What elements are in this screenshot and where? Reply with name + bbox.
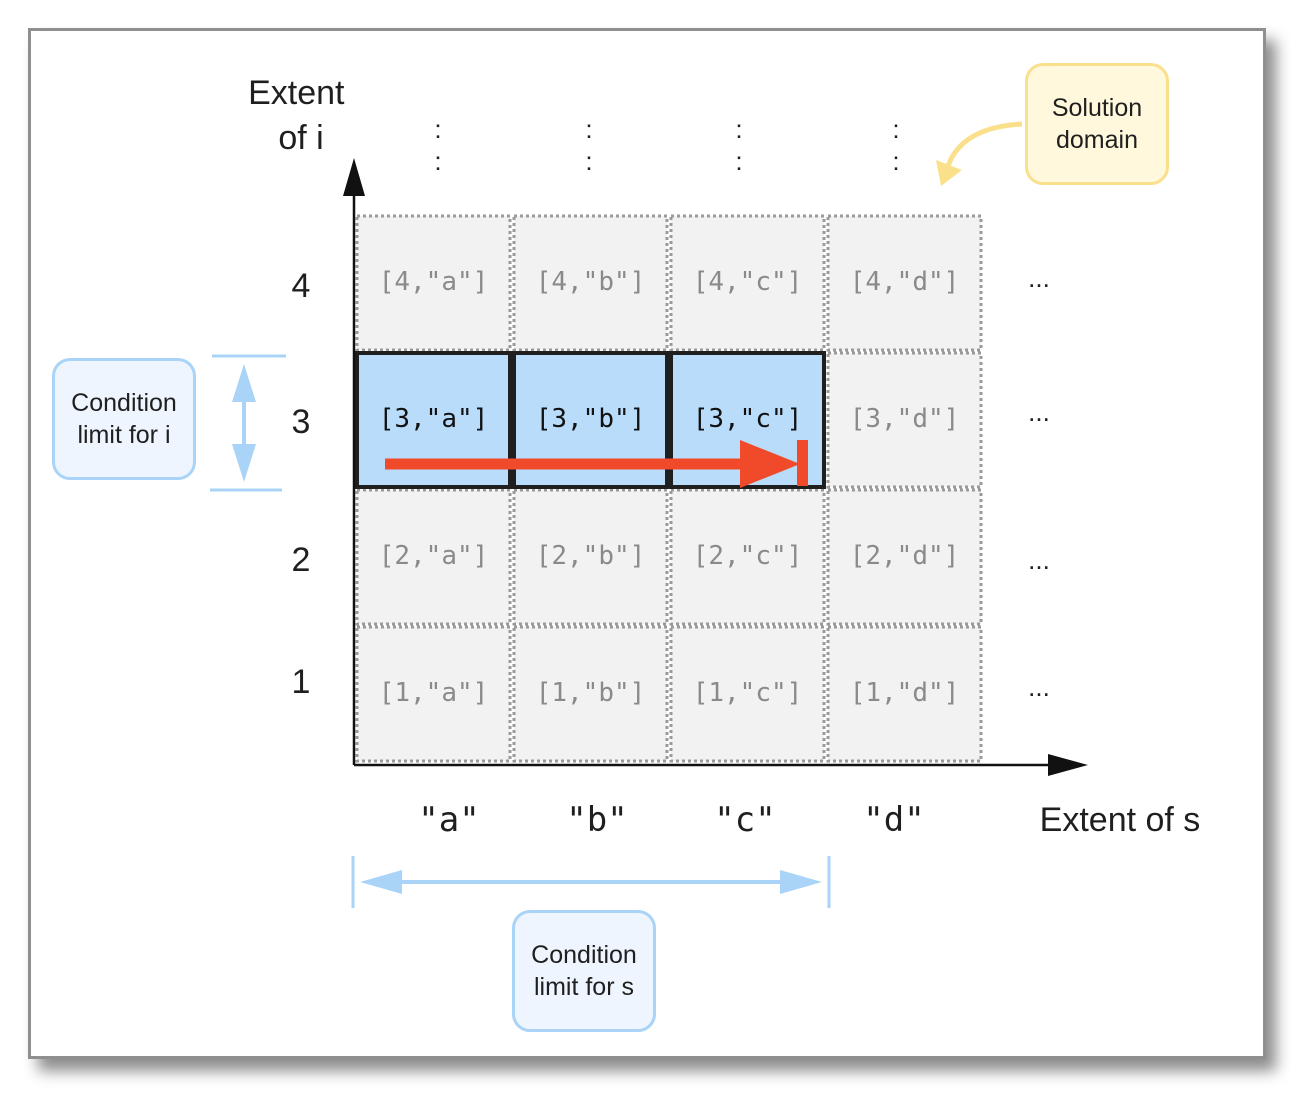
grid-cell-label: [2,"b"] xyxy=(536,541,646,571)
grid-cell-box xyxy=(826,625,983,763)
grid-cell-label: [2,"d"] xyxy=(850,541,960,571)
column-overflow-dots: : xyxy=(735,114,742,144)
grid-cell-box xyxy=(669,625,826,763)
grid-cell: [2,"c"] xyxy=(669,488,826,626)
row-label: 3 xyxy=(292,403,311,441)
row-overflow-ellipsis: ... xyxy=(1028,545,1050,575)
column-overflow-dots: : xyxy=(892,146,899,176)
iteration-arrow xyxy=(385,440,808,488)
y-axis xyxy=(343,158,365,765)
grid-cell-box xyxy=(355,488,512,626)
column-overflow-dots: : xyxy=(585,146,592,176)
grid-cells: [4,"a"] [4,"b"] [4,"c"] [4,"d"] [3,"d"] [2,"a… xyxy=(355,214,983,763)
grid-cell: [4,"a"] xyxy=(355,214,512,352)
grid-cell: [1,"a"] xyxy=(355,625,512,763)
solution-domain-pointer-arrow xyxy=(936,121,1023,186)
row-label: 4 xyxy=(292,267,311,305)
grid-cell-label: [1,"c"] xyxy=(693,678,803,708)
row-label: 2 xyxy=(292,541,311,579)
row-labels: 4 3 2 1 xyxy=(292,267,311,701)
grid-cell-box xyxy=(826,351,983,489)
row-overflow-ellipsis: ... xyxy=(1028,672,1050,702)
grid-cell-label: [1,"a"] xyxy=(379,678,489,708)
grid-cell-label: [3,"a"] xyxy=(379,404,489,434)
grid-cell-label: [4,"c"] xyxy=(693,267,803,297)
condition-limit-s-bracket xyxy=(351,856,831,908)
y-axis-title: Extent of i xyxy=(248,74,354,157)
grid-cell: [2,"d"] xyxy=(826,488,983,626)
grid-cell: [3,"d"] xyxy=(826,351,983,489)
grid-cell-label: [3,"c"] xyxy=(693,404,803,434)
column-overflow-dots: : xyxy=(434,114,441,144)
condition-limit-s-callout: Condition limit for s xyxy=(512,910,656,1032)
grid-cell-label: [3,"d"] xyxy=(850,404,960,434)
grid-cell-label: [2,"c"] xyxy=(693,541,803,571)
grid-cell: [2,"a"] xyxy=(355,488,512,626)
grid-cell-box xyxy=(669,488,826,626)
grid-cell-box xyxy=(512,625,669,763)
grid-cell-box xyxy=(355,625,512,763)
grid-cell-box xyxy=(512,488,669,626)
condition-limit-i-bracket xyxy=(210,354,286,492)
overflow-markers: ............:::::::: xyxy=(434,114,1049,702)
grid-cell: [4,"c"] xyxy=(669,214,826,352)
column-label: "d" xyxy=(863,800,924,840)
x-axis-title: Extent of s xyxy=(1040,801,1201,839)
grid-cell-box xyxy=(669,214,826,352)
column-label: "b" xyxy=(566,800,627,840)
row-overflow-ellipsis: ... xyxy=(1028,263,1050,293)
column-overflow-dots: : xyxy=(585,114,592,144)
grid-cell-label: [2,"a"] xyxy=(379,541,489,571)
grid-cell-box xyxy=(826,488,983,626)
grid-cell: [4,"b"] xyxy=(512,214,669,352)
grid-cell-label: [4,"a"] xyxy=(379,267,489,297)
x-axis xyxy=(354,754,1088,776)
grid-cell: [1,"d"] xyxy=(826,625,983,763)
column-overflow-dots: : xyxy=(735,146,742,176)
grid-cell-highlighted: [3,"a"] xyxy=(355,351,512,489)
grid-cell-box xyxy=(512,214,669,352)
grid-cell-label: [1,"d"] xyxy=(850,678,960,708)
grid-cell-label: [4,"b"] xyxy=(536,267,646,297)
column-labels: "a" "b" "c" "d" xyxy=(418,800,924,840)
grid-cell-box xyxy=(826,214,983,352)
grid-cell: [1,"c"] xyxy=(669,625,826,763)
grid-cell: [4,"d"] xyxy=(826,214,983,352)
solution-domain-callout: Solution domain xyxy=(1025,63,1169,185)
column-label: "a" xyxy=(418,800,479,840)
column-label: "c" xyxy=(714,800,775,840)
column-overflow-dots: : xyxy=(892,114,899,144)
grid-cell-label: [1,"b"] xyxy=(536,678,646,708)
grid-cell: [2,"b"] xyxy=(512,488,669,626)
grid-cell-label: [3,"b"] xyxy=(536,404,646,434)
row-overflow-ellipsis: ... xyxy=(1028,397,1050,427)
column-overflow-dots: : xyxy=(434,146,441,176)
row-label: 1 xyxy=(292,663,311,701)
grid-cell-label: [4,"d"] xyxy=(850,267,960,297)
grid-cell: [1,"b"] xyxy=(512,625,669,763)
grid-cell-box xyxy=(355,214,512,352)
condition-limit-i-callout: Condition limit for i xyxy=(52,358,196,480)
